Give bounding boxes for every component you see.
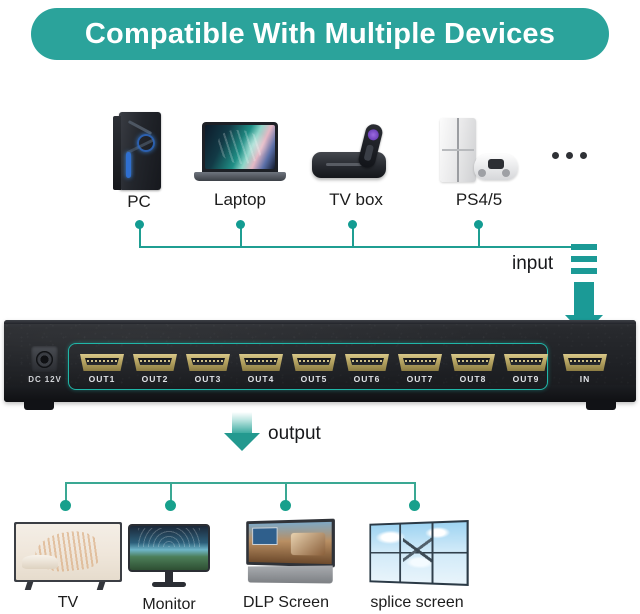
display-device-monitor: Monitor (128, 524, 210, 614)
source-device-laptop: Laptop (194, 122, 286, 210)
port-label-out5: OUT5 (300, 374, 328, 384)
output-bus-line (65, 482, 415, 484)
source-device-label: PC (127, 192, 151, 211)
port-label-out9: OUT9 (512, 374, 540, 384)
hdmi-port-in[interactable] (563, 354, 607, 371)
input-node-laptop (236, 220, 245, 229)
desktop-tower-icon (113, 112, 165, 190)
source-device-label: TV box (329, 190, 383, 209)
page-title: Compatible With Multiple Devices (84, 17, 556, 50)
input-node-pc (135, 220, 144, 229)
input-node-playstation (474, 220, 483, 229)
input-node-tvbox (348, 220, 357, 229)
input-arrow-segment-1 (571, 244, 597, 250)
input-label: input (512, 253, 554, 274)
hdmi-port-out7[interactable] (398, 354, 442, 371)
television-icon (14, 522, 122, 590)
hdmi-port-out9[interactable] (504, 354, 548, 371)
device-top-edge (4, 320, 636, 324)
hdmi-port-out6[interactable] (345, 354, 389, 371)
display-device-label: TV (57, 594, 79, 611)
hdmi-port-out8[interactable] (451, 354, 495, 371)
display-device-dlp: DLP Screen (236, 518, 336, 612)
port-label-out8: OUT8 (459, 374, 487, 384)
display-device-label: DLP Screen (243, 594, 329, 611)
output-drop-dlp (285, 482, 287, 504)
port-label-out1: OUT1 (88, 374, 116, 384)
dlp-projector-screen-icon (236, 518, 336, 590)
source-device-tvbox: TV box (308, 122, 404, 210)
display-device-label: Monitor (142, 596, 196, 613)
laptop-icon (194, 122, 286, 188)
input-arrow-shaft (574, 282, 594, 316)
source-device-playstation: PS4/5 (434, 118, 524, 210)
output-node-tv (60, 500, 71, 511)
port-label-out3: OUT3 (194, 374, 222, 384)
power-port-label: DC 12V (28, 375, 62, 384)
output-node-monitor (165, 500, 176, 511)
port-label-out6: OUT6 (353, 374, 381, 384)
device-foot-right (586, 400, 616, 410)
device-foot-left (24, 400, 54, 410)
ellipsis-icon (552, 152, 587, 159)
output-label: output (268, 423, 321, 444)
hdmi-port-out4[interactable] (239, 354, 283, 371)
dc-power-jack-icon (31, 346, 58, 373)
input-arrow-segment-3 (571, 268, 597, 274)
display-device-splice-screen: splice screen (362, 519, 472, 612)
output-arrow-shaft (232, 412, 252, 434)
title-banner: Compatible With Multiple Devices (31, 8, 609, 60)
input-bus-line (139, 246, 584, 248)
video-wall-icon (362, 519, 472, 590)
input-drop-pc (139, 225, 141, 247)
port-label-out2: OUT2 (141, 374, 169, 384)
source-device-label: PS4/5 (455, 190, 503, 209)
display-device-tv: TV (14, 522, 122, 612)
output-node-splice (409, 500, 420, 511)
output-node-dlp (280, 500, 291, 511)
input-arrow-segment-2 (571, 256, 597, 262)
display-device-label: splice screen (370, 594, 464, 611)
source-device-label: Laptop (214, 190, 266, 209)
game-console-icon (434, 118, 524, 188)
output-drop-monitor (170, 482, 172, 504)
input-drop-tvbox (352, 225, 354, 247)
hdmi-port-out5[interactable] (292, 354, 336, 371)
input-drop-playstation (478, 225, 480, 247)
port-label-out7: OUT7 (406, 374, 434, 384)
computer-monitor-icon (128, 524, 210, 592)
output-arrow-head (224, 433, 260, 451)
input-drop-laptop (240, 225, 242, 247)
hdmi-port-out3[interactable] (186, 354, 230, 371)
port-label-out4: OUT4 (247, 374, 275, 384)
hdmi-port-out2[interactable] (133, 354, 177, 371)
output-ports-highlight-outline (68, 343, 548, 390)
output-drop-tv (65, 482, 67, 504)
hdmi-port-out1[interactable] (80, 354, 124, 371)
source-device-pc: PC (103, 112, 175, 212)
streaming-box-icon (308, 122, 404, 188)
output-drop-splice (414, 482, 416, 504)
port-label-in: IN (579, 374, 591, 384)
